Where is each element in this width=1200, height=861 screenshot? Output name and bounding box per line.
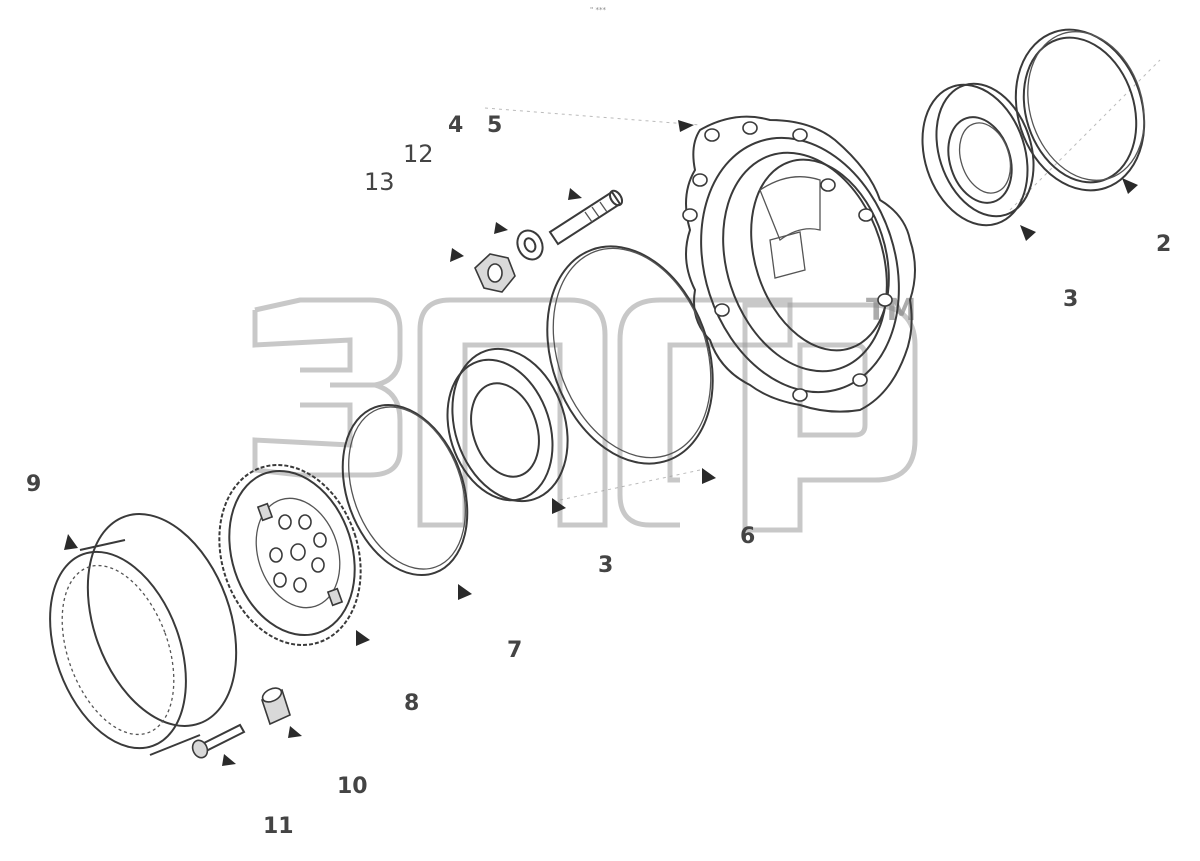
callout-12: 12	[403, 140, 434, 168]
callout-6: 6	[740, 524, 755, 549]
part-8-sprocket-plate	[218, 464, 370, 646]
callout-3-lower: 3	[598, 553, 613, 578]
part-4-o-ring-large	[546, 245, 716, 484]
part-3-seal-lower	[446, 347, 569, 514]
part-12-lock-washer	[494, 222, 544, 261]
part-7-o-ring-small	[341, 403, 472, 600]
callout-11: 11	[263, 814, 294, 839]
callout-3-upper: 3	[1063, 287, 1078, 312]
callout-4: 4	[448, 113, 463, 138]
part-10-bushing	[261, 687, 302, 738]
part-6-flange-housing	[678, 115, 916, 413]
part-11-bolt	[191, 723, 246, 766]
watermark: TM	[252, 293, 918, 533]
part-5-stud	[548, 188, 624, 246]
part-9-ring-gear	[49, 513, 238, 756]
callout-2: 2	[1156, 232, 1171, 257]
callout-13: 13	[364, 168, 395, 196]
header-mark: " ***	[590, 6, 606, 14]
assembly-axis	[484, 59, 1161, 501]
callout-10: 10	[337, 774, 368, 799]
part-3-bearing-upper	[921, 82, 1036, 241]
part-2-outer-ring	[1014, 28, 1146, 194]
callout-labels: 2 3 4 5 12 13 6 3 7 8 9 10 11	[26, 113, 1171, 839]
callout-5: 5	[487, 113, 502, 138]
callout-8: 8	[404, 691, 419, 716]
callout-7: 7	[507, 638, 522, 663]
part-13-hex-nut	[450, 248, 516, 293]
callout-9: 9	[26, 472, 41, 497]
